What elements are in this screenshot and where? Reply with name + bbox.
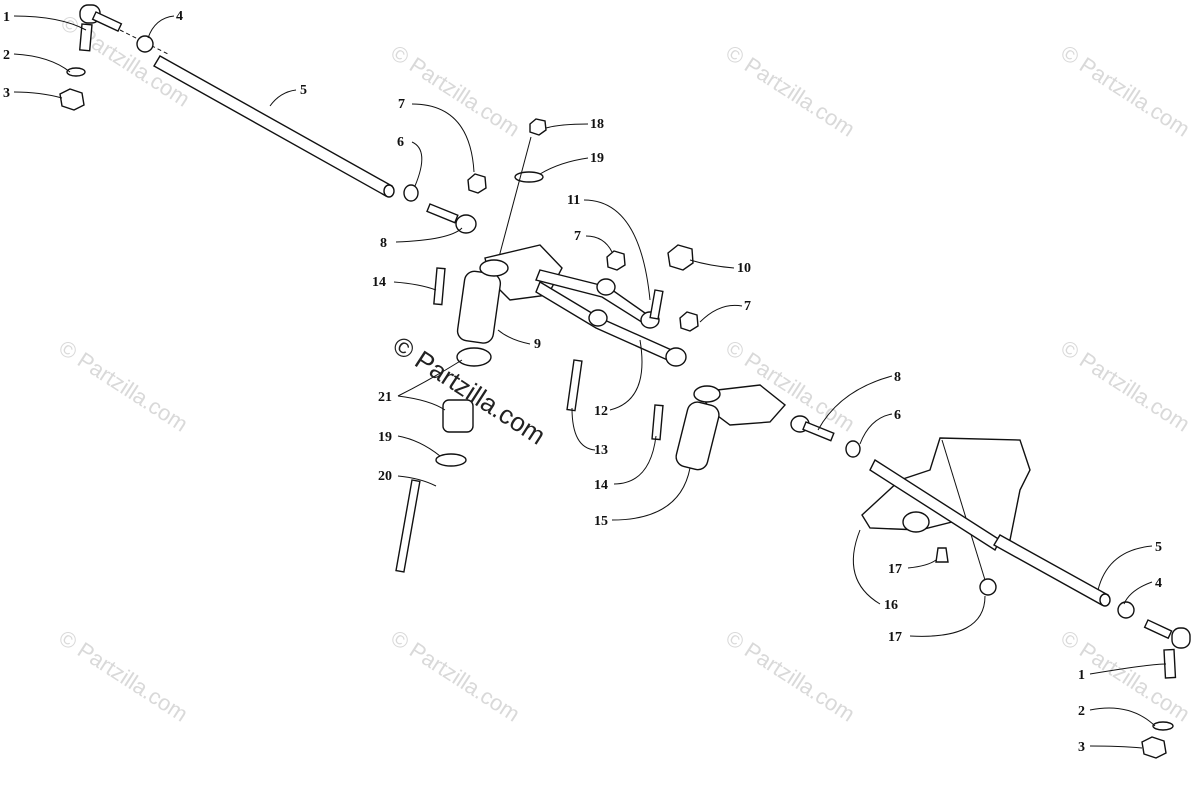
steering-arm-15 [675,384,787,471]
tie-rod-right [993,534,1111,607]
tie-rod-left [153,55,395,198]
bolt-14-lower [651,404,664,441]
callout-label: 5 [1155,540,1162,555]
callout-label: 1 [3,10,10,25]
bolt-14-upper [433,267,446,306]
callout-label: 14 [594,478,608,493]
jam-nut-right [1117,601,1135,619]
callout-label: 18 [590,117,604,132]
bolt-13 [566,359,583,412]
callout-label: 17 [888,562,902,577]
bushing-21-upper [456,347,492,367]
callout-label: 11 [567,193,580,208]
callout-label: 6 [894,408,901,423]
callout-label: 8 [380,236,387,251]
washer-right [1152,721,1174,731]
callout-label: 9 [534,337,541,352]
nut-7-middle [606,250,626,271]
tie-rod-end-right [1143,619,1191,679]
callout-label: 13 [594,443,608,458]
drag-link-12 [535,280,687,367]
callout-label: 3 [3,86,10,101]
callout-label: 5 [300,83,307,98]
nut-18 [529,118,547,136]
callout-label: 7 [744,299,751,314]
callout-label: 21 [378,390,392,405]
nut-7-upper [467,173,487,194]
tie-rod-end-left [78,4,171,56]
callout-label: 19 [378,430,392,445]
callout-label: 10 [737,261,751,276]
nut-left [59,88,85,111]
jam-nut-6-lower [845,440,861,458]
tie-rod-end-8-upper [426,203,477,234]
clip-17-upper [935,547,949,563]
callout-label: 7 [398,97,405,112]
nut-right [1141,736,1167,759]
callout-label: 15 [594,514,608,529]
callout-label: 20 [378,469,392,484]
callout-label: 8 [894,370,901,385]
tie-rod-end-8-lower [790,415,835,442]
washer-left [66,67,86,77]
bushing-21-lower [442,399,474,433]
callout-label: 1 [1078,668,1085,683]
jam-nut-6-upper [403,184,419,202]
callout-label: 6 [397,135,404,150]
washer-19-lower [435,453,467,467]
callout-label: 4 [176,9,183,24]
plug-17-lower [979,578,997,596]
callout-label: 14 [372,275,386,290]
callout-label: 16 [884,598,898,613]
bolt-middle [649,289,664,320]
washer-19-upper [514,171,544,183]
nut-7-right [679,311,699,332]
bolt-20 [395,479,421,573]
callout-label: 19 [590,151,604,166]
leader-lines [13,15,1167,749]
callout-label: 3 [1078,740,1085,755]
callout-labels: 1 2 3 4 5 6 7 8 14 18 19 11 7 10 7 9 21 … [3,9,1162,755]
callout-label: 12 [594,404,608,419]
tube-16 [869,458,1001,552]
callout-label: 2 [3,48,10,63]
nut-10 [667,244,694,271]
callout-label: 17 [888,630,902,645]
callout-label: 7 [574,229,581,244]
callout-label: 4 [1155,576,1162,591]
callout-label: 2 [1078,704,1085,719]
jam-nut-left [136,35,154,53]
